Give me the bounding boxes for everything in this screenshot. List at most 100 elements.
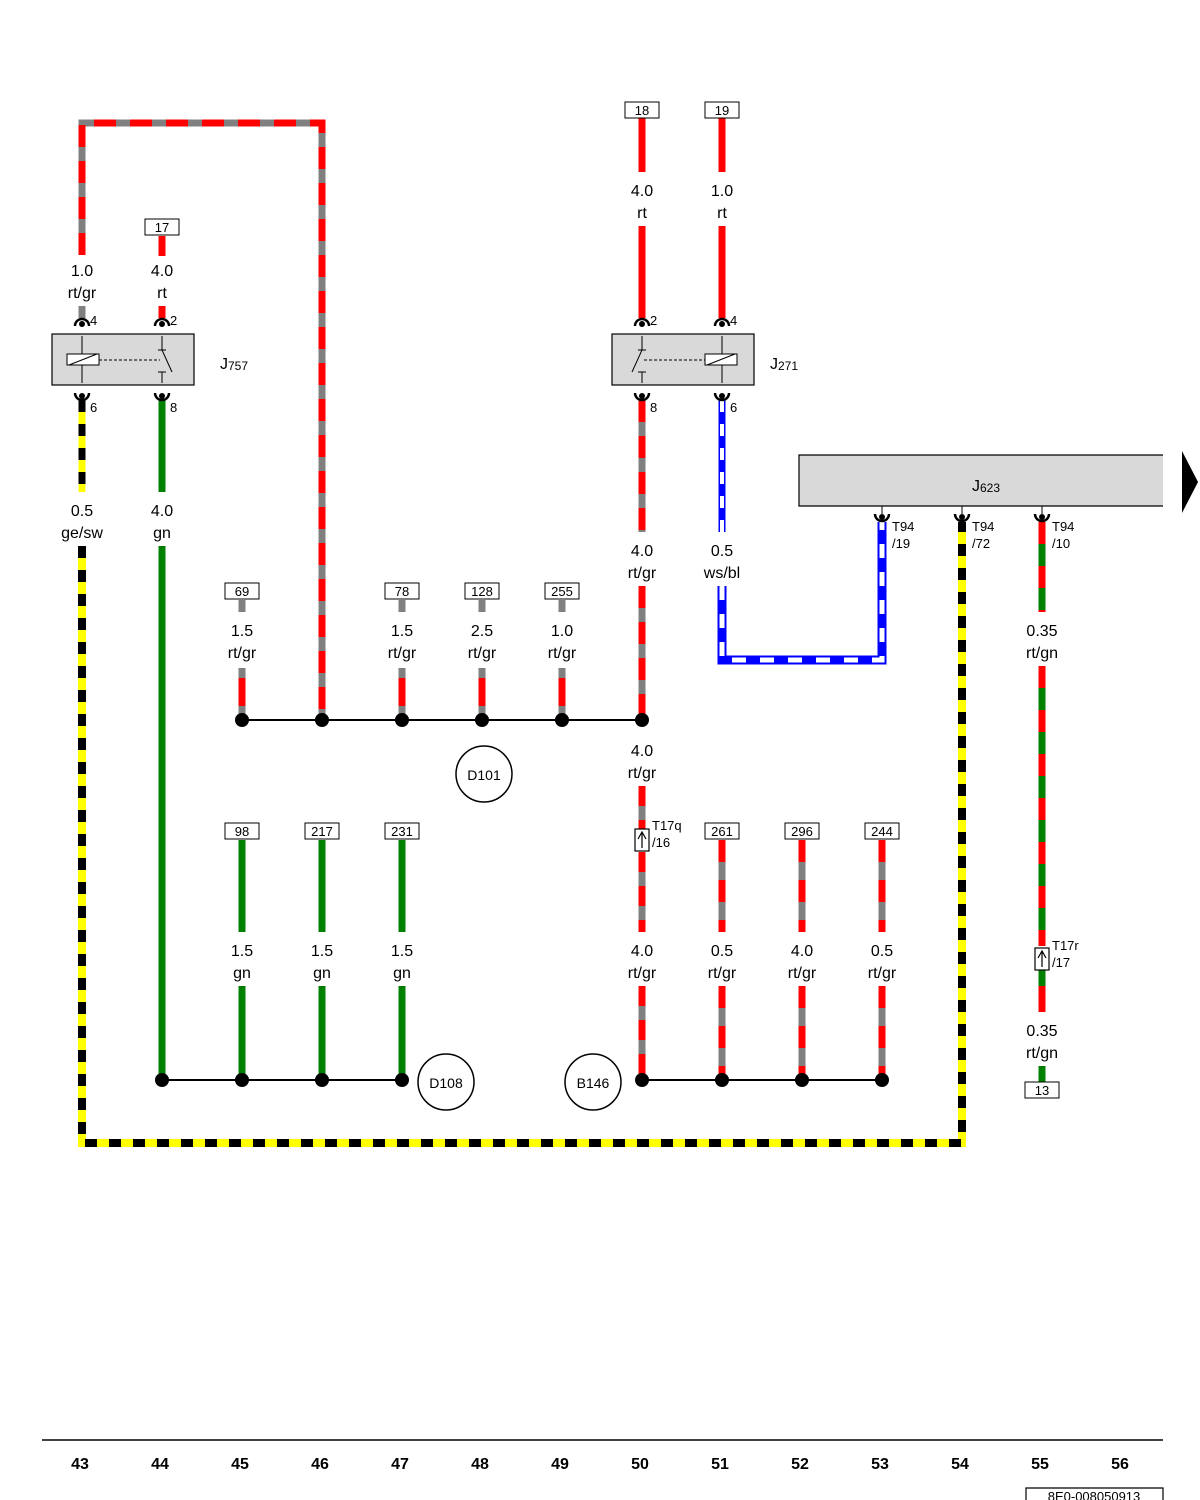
wire-size: 0.35	[1026, 623, 1057, 640]
wire-color: rt	[717, 205, 727, 222]
ref-box-98: 98	[224, 822, 260, 840]
pin-label: 4	[90, 313, 97, 328]
column-number: 48	[471, 1456, 489, 1473]
column-number: 52	[791, 1456, 809, 1473]
pin-label: 8	[650, 400, 657, 415]
wire-size: 2.5	[471, 623, 493, 640]
ref-box-255: 255	[544, 582, 580, 600]
bus-d101	[235, 713, 649, 727]
wire-size: 1.5	[391, 943, 413, 960]
column-number: 55	[1031, 1456, 1049, 1473]
wire-size: 4.0	[151, 503, 173, 520]
pin-label: 4	[730, 313, 737, 328]
connector-label: T17r	[1052, 938, 1079, 953]
wire-size: 0.5	[711, 543, 733, 560]
wire-color: rt/gr	[548, 645, 577, 662]
wire-size: 4.0	[631, 183, 653, 200]
wire-color: rt/gr	[788, 965, 817, 982]
connector-label: /16	[652, 835, 670, 850]
ref-box-261: 261	[704, 822, 740, 840]
svg-text:261: 261	[711, 824, 733, 839]
relay-j271	[611, 317, 755, 402]
pin-label: 6	[730, 400, 737, 415]
ref-box-78: 78	[384, 582, 420, 600]
svg-text:128: 128	[471, 584, 493, 599]
svg-text:98: 98	[235, 824, 249, 839]
column-number: 43	[71, 1456, 89, 1473]
column-number: 49	[551, 1456, 569, 1473]
column-number: 51	[711, 1456, 729, 1473]
ref-box-19: 19	[704, 101, 740, 119]
column-number: 54	[951, 1456, 969, 1473]
svg-text:18: 18	[635, 103, 649, 118]
ref-box-128: 128	[464, 582, 500, 600]
wire-size: 1.0	[71, 263, 93, 280]
component-label-j623: J623	[972, 478, 1000, 495]
wire-size: 0.35	[1026, 1023, 1057, 1040]
wire-size: 4.0	[631, 743, 653, 760]
wire-color: gn	[313, 965, 331, 982]
wire-color: gn	[153, 525, 171, 542]
pin-label: T94	[1052, 519, 1074, 534]
wire-j757-to-d101	[78, 119, 326, 715]
wire-size: 4.0	[631, 543, 653, 560]
svg-text:244: 244	[871, 824, 893, 839]
wire-j271-to-j623-wsbl	[717, 400, 887, 665]
connector-label: T17q	[652, 818, 682, 833]
column-number: 46	[311, 1456, 329, 1473]
column-number: 53	[871, 1456, 889, 1473]
pin-label: 8	[170, 400, 177, 415]
wire-color: rt/gr	[708, 965, 737, 982]
ref-box-69: 69	[224, 582, 260, 600]
page-reference: 8E0-008050913	[1025, 1487, 1164, 1500]
connector-label: /17	[1052, 955, 1070, 970]
wire-color: rt/gr	[628, 565, 657, 582]
svg-text:8E0-008050913: 8E0-008050913	[1048, 1489, 1141, 1500]
connector-t17q	[634, 828, 650, 852]
svg-text:231: 231	[391, 824, 413, 839]
connector-t17r	[1034, 947, 1050, 971]
node-b146: B146	[564, 1053, 622, 1111]
wire-size: 4.0	[791, 943, 813, 960]
wire-size: 1.5	[391, 623, 413, 640]
ref-box-17: 17	[144, 218, 180, 236]
svg-text:17: 17	[155, 220, 169, 235]
column-number: 44	[151, 1456, 169, 1473]
pin-label: /72	[972, 536, 990, 551]
column-numbers: 43 44 45 46 47 48 49 50 51 52 53 54 55 5…	[71, 1456, 1129, 1473]
svg-text:B146: B146	[577, 1075, 610, 1091]
wire-size: 1.0	[551, 623, 573, 640]
wire-labels: 1.0 rt/gr 4.0 rt 4.0 rt 1.0 rt 0.5 ge/sw…	[61, 183, 1058, 1062]
node-d101: D101	[455, 745, 513, 803]
wire-color: gn	[393, 965, 411, 982]
pin-label: 6	[90, 400, 97, 415]
wire-color: rt/gr	[628, 965, 657, 982]
wire-color: ge/sw	[61, 525, 103, 542]
svg-text:255: 255	[551, 584, 573, 599]
wire-color: rt/gr	[228, 645, 257, 662]
ref-box-217: 217	[304, 822, 340, 840]
wire-color: rt/gr	[868, 965, 897, 982]
wire-size: 0.5	[71, 503, 93, 520]
relay-j757	[51, 317, 195, 402]
ecu-j623	[798, 454, 1163, 523]
svg-text:217: 217	[311, 824, 333, 839]
wire-size: 0.5	[871, 943, 893, 960]
column-number: 45	[231, 1456, 249, 1473]
svg-text:296: 296	[791, 824, 813, 839]
wire-color: rt/gr	[68, 285, 97, 302]
ref-box-296: 296	[784, 822, 820, 840]
pin-label: /19	[892, 536, 910, 551]
component-label-j271: J271	[770, 356, 798, 373]
wire-size: 4.0	[151, 263, 173, 280]
component-label-j757: J757	[220, 356, 248, 373]
pin-label: T94	[892, 519, 914, 534]
pin-label: 2	[170, 313, 177, 328]
svg-text:69: 69	[235, 584, 249, 599]
pin-label: 2	[650, 313, 657, 328]
column-number: 56	[1111, 1456, 1129, 1473]
node-d108: D108	[417, 1053, 475, 1111]
wire-size: 1.5	[231, 623, 253, 640]
wire-size: 1.0	[711, 183, 733, 200]
wire-color: gn	[233, 965, 251, 982]
